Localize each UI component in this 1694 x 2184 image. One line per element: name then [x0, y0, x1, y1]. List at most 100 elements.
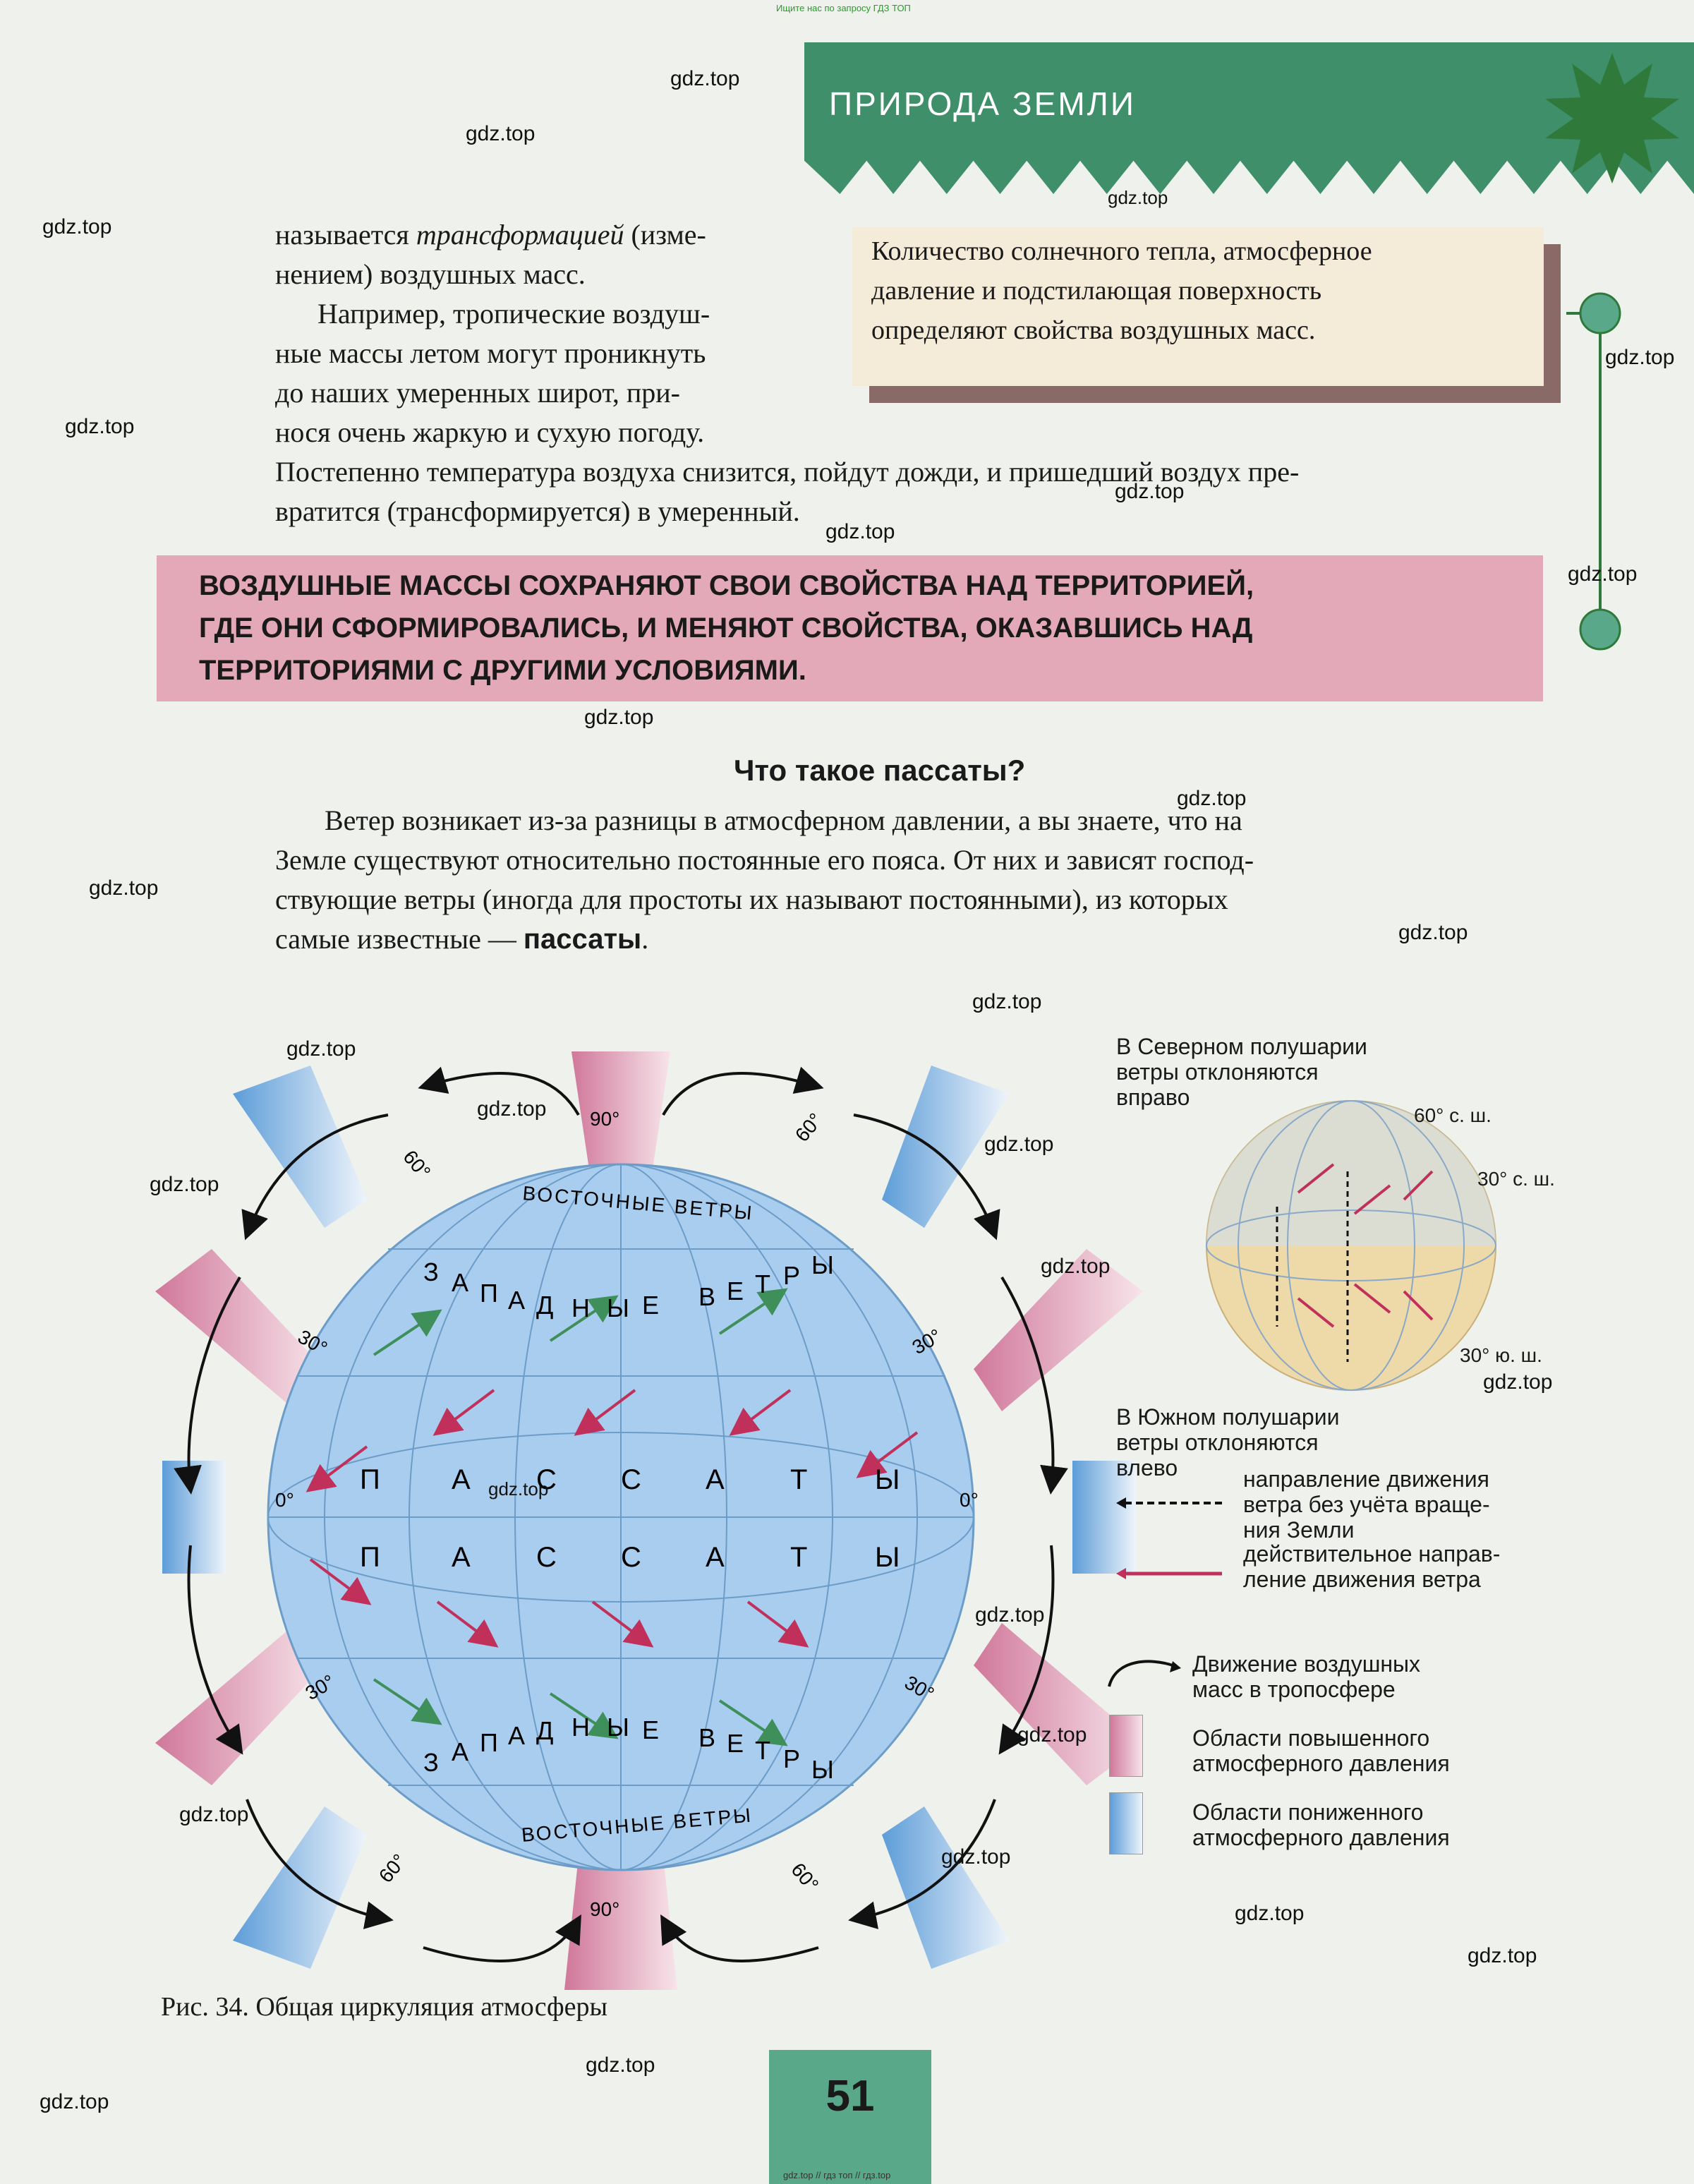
- dashed-arrow-icon: [1116, 1497, 1222, 1509]
- svg-text:А: А: [452, 1464, 471, 1495]
- svg-text:А: А: [452, 1268, 468, 1297]
- svg-text:С: С: [536, 1542, 557, 1573]
- lat-label-60ne: 60°: [791, 1109, 827, 1145]
- watermark: gdz.top: [179, 1803, 249, 1826]
- svg-text:Т: Т: [755, 1736, 770, 1765]
- graticule: [267, 1164, 974, 1871]
- watermark: gdz.top: [89, 876, 159, 900]
- svg-text:Т: Т: [790, 1542, 807, 1573]
- lat-label-90s: 90°: [590, 1898, 619, 1920]
- watermark: gdz.top: [972, 990, 1042, 1013]
- svg-text:Е: Е: [727, 1277, 744, 1305]
- trade-winds-north: П А С С А Т Ы: [360, 1464, 900, 1495]
- paragraph-1: называется трансформацией (изме- нением)…: [275, 219, 710, 448]
- watermark: gdz.top: [286, 1037, 356, 1061]
- section-header-band: [804, 42, 1694, 194]
- watermark: gdz.top: [40, 2090, 109, 2113]
- lat-label-0w: 0°: [275, 1489, 294, 1511]
- svg-text:А: А: [452, 1737, 468, 1766]
- watermark: gdz.top: [488, 1478, 549, 1500]
- svg-text:Д: Д: [536, 1291, 553, 1320]
- watermark: gdz.top: [42, 215, 112, 239]
- watermark: gdz.top: [1468, 1944, 1537, 1967]
- lat-label-90n: 90°: [590, 1108, 619, 1130]
- figure-caption: Рис. 34. Общая циркуляция атмосферы: [161, 1992, 608, 2022]
- watermark: gdz.top: [670, 67, 740, 90]
- low-pressure-swatch: [1109, 1792, 1143, 1854]
- note-text: Количество солнечного тепла, атмосферное…: [871, 236, 1372, 345]
- west-winds-north: З А П А Д Н Ы Е В Е Т Р Ы: [423, 1250, 834, 1322]
- svg-text:Т: Т: [790, 1464, 807, 1495]
- lat-30s: 30° ю. ш.: [1460, 1344, 1542, 1366]
- watermark: gdz.top: [1483, 1370, 1553, 1394]
- svg-text:Д: Д: [536, 1716, 553, 1745]
- legend-high: Области повышенного атмосферного давлени…: [1192, 1725, 1450, 1776]
- watermark: gdz.top: [1605, 346, 1675, 369]
- svg-text:Т: Т: [755, 1269, 770, 1298]
- legend-dashed: направление движения ветра без учёта вра…: [1243, 1466, 1490, 1543]
- star-icon: [1545, 53, 1679, 183]
- svg-text:Ы: Ы: [811, 1755, 834, 1784]
- movement-arrow-icon: [1108, 1660, 1181, 1687]
- north-caption: В Северном полушарии ветры отклоняются в…: [1116, 1034, 1367, 1110]
- tropospheric-arrows: [174, 1066, 1068, 1963]
- svg-text:Ы: Ы: [607, 1293, 629, 1322]
- legend-low: Области пониженного атмосферного давлени…: [1192, 1799, 1450, 1850]
- lat-label-60nw: 60°: [399, 1146, 435, 1183]
- watermark: gdz.top: [477, 1097, 547, 1121]
- watermark: gdz.top: [1568, 562, 1638, 586]
- page-number: 51: [825, 2072, 875, 2120]
- legend-movement: Движение воздушных масс в тропосфере: [1192, 1651, 1421, 1702]
- watermark: gdz.top: [1108, 187, 1168, 208]
- watermark: gdz.top: [586, 2053, 655, 2077]
- note-box: [852, 227, 1544, 386]
- paragraph-3: Ветер возникает из-за разницы в атмосфер…: [275, 804, 1254, 955]
- svg-text:З: З: [423, 1257, 439, 1286]
- lat-60n: 60° с. ш.: [1414, 1104, 1492, 1126]
- page-number-box: [769, 2050, 931, 2184]
- circulation-diagram: 90° 90° 60° 60° 30° 30° 0° 0° 30° 30° 60…: [155, 1051, 1143, 1990]
- svg-text:А: А: [452, 1542, 471, 1573]
- svg-text:А: А: [508, 1721, 525, 1750]
- trade-winds-south: П А С С А Т Ы: [360, 1542, 900, 1573]
- watermark: gdz.top: [941, 1845, 1011, 1869]
- svg-text:Р: Р: [783, 1261, 800, 1290]
- svg-text:З: З: [423, 1748, 439, 1777]
- svg-text:Ы: Ы: [607, 1713, 629, 1742]
- svg-text:Р: Р: [783, 1744, 800, 1773]
- actual-arrow-icon: [1116, 1568, 1222, 1579]
- small-globe: [1206, 1100, 1496, 1391]
- side-bracket: [1566, 292, 1621, 651]
- subsection-title: Что такое пассаты?: [734, 754, 1026, 787]
- bottom-watermark: gdz.top // гдз топ // гдз.top: [783, 2170, 891, 2180]
- paragraph-2-tail: Постепенно температура воздуха снизится,…: [275, 456, 1300, 527]
- westerly-arrows: [373, 1288, 788, 1746]
- lat-label-0e: 0°: [960, 1489, 979, 1511]
- watermark: gdz.top: [1177, 787, 1247, 810]
- svg-text:П: П: [360, 1464, 380, 1495]
- watermark: gdz.top: [150, 1173, 219, 1196]
- pressure-belts: [155, 1051, 1143, 1990]
- svg-text:В: В: [698, 1282, 715, 1311]
- watermark: gdz.top: [1115, 480, 1185, 503]
- top-watermark: Ищите нас по запросу ГДЗ ТОП: [776, 3, 911, 13]
- watermark: gdz.top: [825, 520, 895, 543]
- svg-text:В: В: [698, 1723, 715, 1752]
- svg-text:С: С: [621, 1542, 641, 1573]
- watermark: gdz.top: [1041, 1255, 1111, 1278]
- svg-text:Ы: Ы: [875, 1542, 900, 1573]
- rule-box: [157, 555, 1543, 701]
- high-pressure-swatch: [1109, 1715, 1143, 1777]
- svg-text:Е: Е: [642, 1291, 659, 1320]
- svg-text:Н: Н: [571, 1713, 590, 1742]
- lat-label-60se: 60°: [787, 1859, 823, 1895]
- svg-text:С: С: [536, 1464, 557, 1495]
- watermark: gdz.top: [65, 415, 135, 438]
- lat-label-60sw: 60°: [375, 1850, 411, 1886]
- watermark: gdz.top: [984, 1133, 1054, 1156]
- trade-wind-arrows: [305, 1389, 919, 1648]
- svg-text:П: П: [360, 1542, 380, 1573]
- svg-text:П: П: [480, 1279, 498, 1308]
- lat-30n: 30° с. ш.: [1477, 1168, 1555, 1190]
- svg-text:Е: Е: [727, 1729, 744, 1758]
